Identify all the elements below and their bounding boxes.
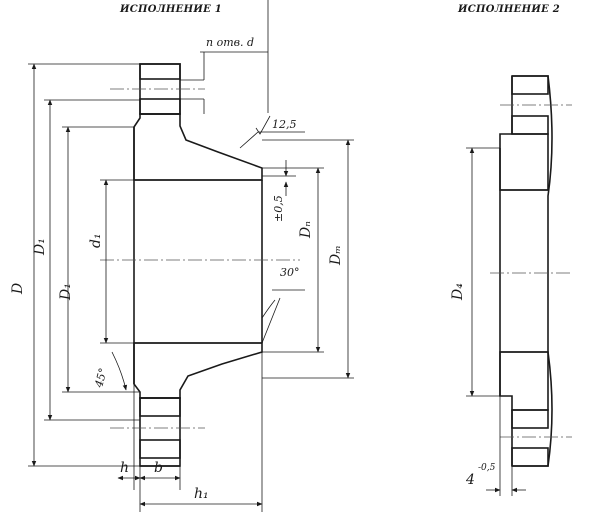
dim-d1-label: d₁ xyxy=(88,233,104,248)
title-version-1: ИСПОЛНЕНИЕ 1 xyxy=(119,4,222,15)
version-2-section: D₄ 4 -0,5 xyxy=(450,75,572,496)
holes-label: n отв. d xyxy=(206,36,254,49)
lower-flange-body xyxy=(133,342,263,399)
v2-lower-body xyxy=(499,351,549,411)
v2-lower-hatch-bottom xyxy=(511,447,549,467)
tolerance-label: ±0,5 xyxy=(272,195,285,222)
thickness-tol-label: -0,5 xyxy=(478,463,496,473)
angle-30-label: 30° xyxy=(280,266,300,279)
dim-D4-label: D₄ xyxy=(450,283,466,301)
dim-D1-label: D₁ xyxy=(32,238,48,256)
dim-Dn-label: Dₙ xyxy=(298,221,314,239)
dim-h1-label: h₁ xyxy=(194,486,209,502)
dim-D2-label: D₁ xyxy=(58,283,74,301)
v2-upper-body xyxy=(499,133,549,191)
upper-bolt-hatch-bottom xyxy=(139,98,181,115)
upper-flange-body xyxy=(133,113,263,181)
title-version-2: ИСПОЛНЕНИЕ 2 xyxy=(457,4,560,15)
lower-bolt-hatch-bottom xyxy=(139,439,181,459)
dim-h-label: h xyxy=(120,460,129,476)
v2-lower-hatch-top xyxy=(511,409,549,429)
angle-45-label: 45° xyxy=(92,367,110,390)
roughness-label: 12,5 xyxy=(272,118,297,131)
v2-upper-hatch-top xyxy=(511,75,549,95)
upper-bolt-hatch-top xyxy=(139,63,181,80)
v2-upper-hatch-bottom xyxy=(511,115,549,135)
dim-Dm-label: Dₘ xyxy=(328,245,344,266)
dim-D-label: D xyxy=(10,283,26,295)
thickness-label: 4 xyxy=(465,472,475,488)
dim-b-label: b xyxy=(154,460,163,476)
lower-bolt-hatch-top xyxy=(139,397,181,417)
version-1-section: D D₁ D₁ d₁ Dₙ Dₘ ±0,5 xyxy=(10,0,354,512)
